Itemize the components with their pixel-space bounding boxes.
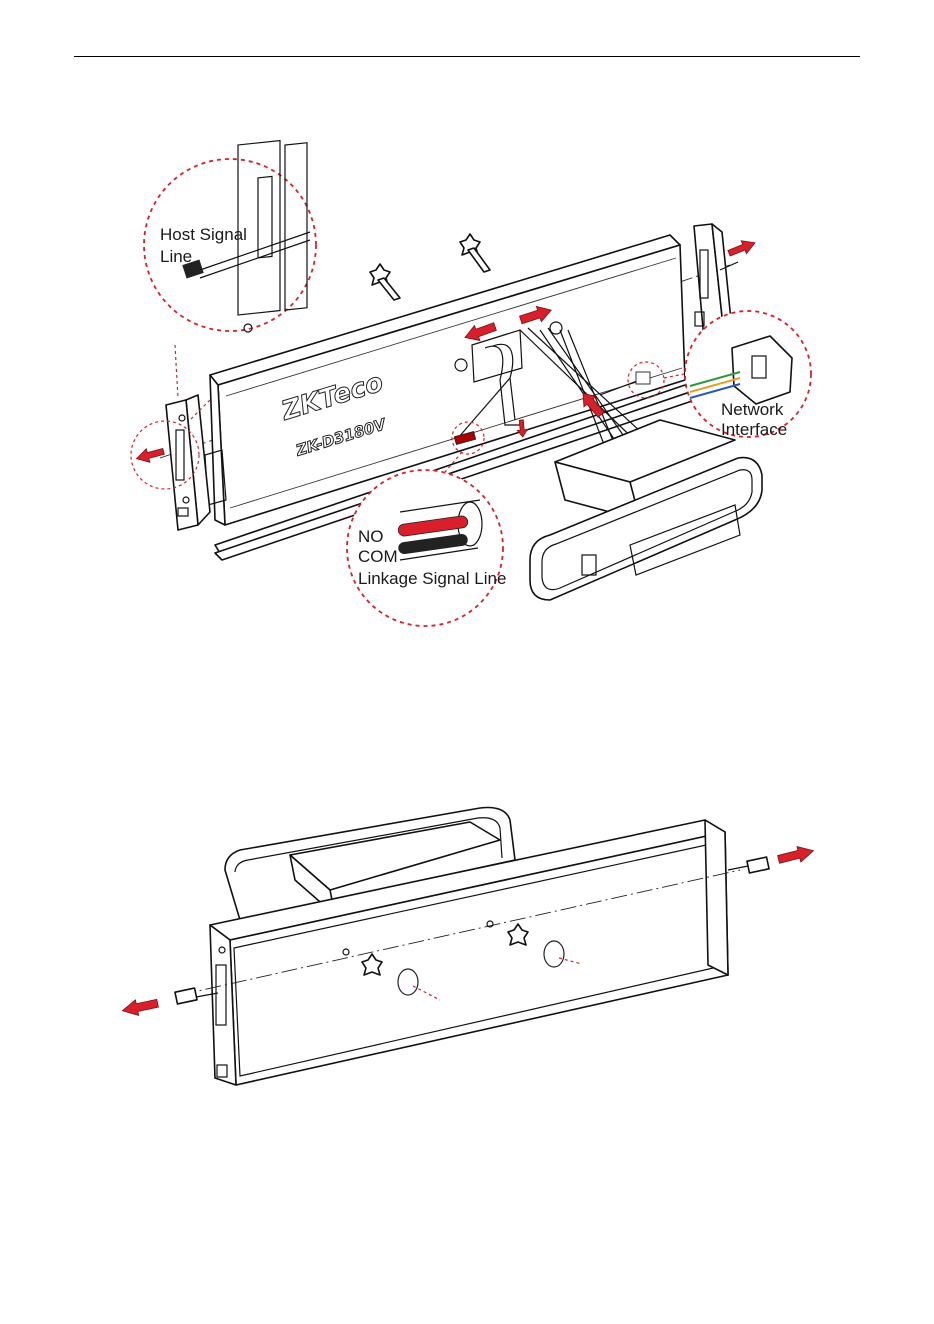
arrow-icon [135,445,166,466]
knob-screw-icon [460,234,490,272]
host-signal-line-label-1: Host Signal [160,225,247,244]
knob-screw-icon [370,264,400,300]
arrow-icon [726,236,757,259]
reader-device [530,420,762,600]
no-label: NO [358,527,384,546]
cable-right [728,857,769,873]
callout-network-interface: Network Interface [664,311,811,439]
assembled-unit-diagram [0,780,934,1110]
header-rule [74,56,860,57]
network-interface-label-2: Interface [721,420,787,439]
com-label: COM [358,547,398,566]
linkage-signal-line-label: Linkage Signal Line [358,569,506,588]
left-end-cap [166,395,210,530]
exploded-assembly-diagram: ZKTeco ZK-D3180V [0,140,934,640]
network-interface-label-1: Network [721,400,784,419]
arrow-icon [777,843,816,867]
arrow-icon [121,995,160,1018]
host-signal-line-label-2: Line [160,247,192,266]
